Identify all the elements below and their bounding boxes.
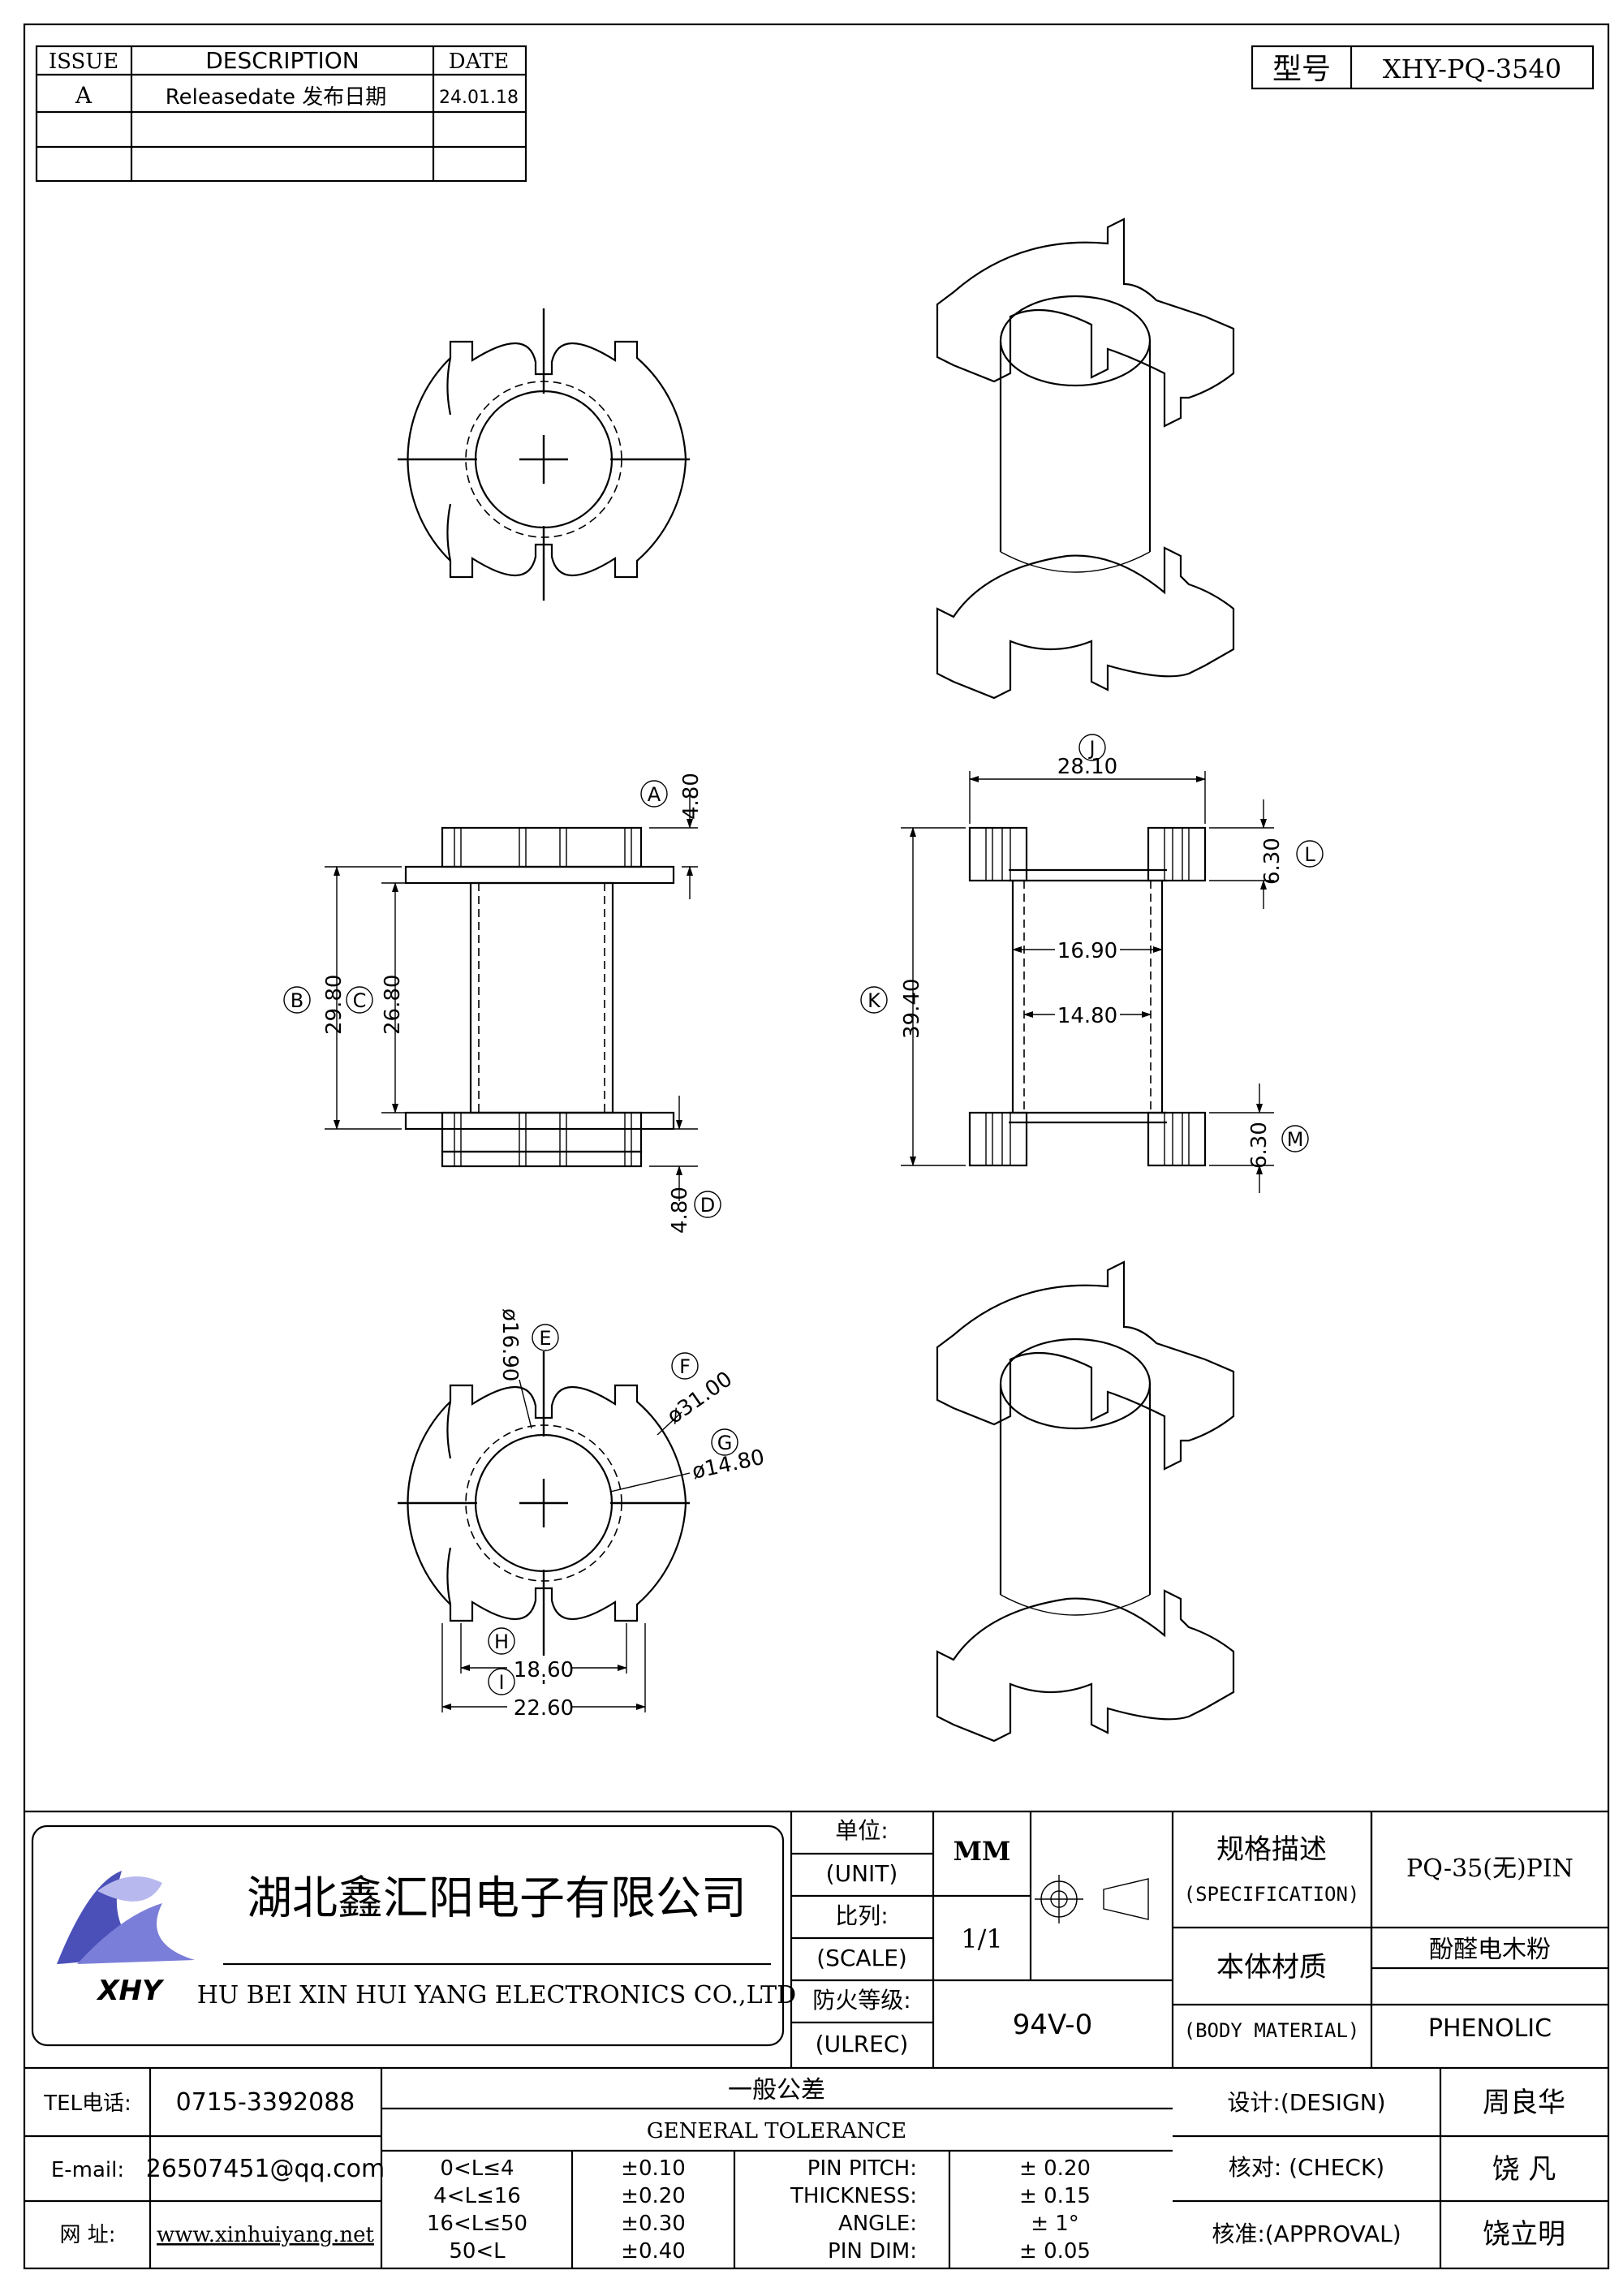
spec-label-en: (SPECIFICATION) [1184,1883,1360,1906]
tol-item-value-2: ± 0.15 [1019,2184,1091,2208]
tolerance-title-en: GENERAL TOLERANCE [647,2119,906,2143]
marker-e: E [539,1327,551,1350]
tol-range-4: 50<L [449,2239,506,2264]
tol-item-1: PIN PITCH: [807,2156,917,2181]
marker-a: A [648,783,661,806]
dim-h-value: 18.60 [514,1658,574,1682]
date-cell: 24.01.18 [439,88,519,108]
marker-k: K [867,989,881,1012]
design-value: 周良华 [1483,2087,1565,2119]
company-name-en: HU BEI XIN HUI YANG ELECTRONICS CO.,LTD [197,1981,796,2010]
tel-label: TEL电话: [43,2091,131,2116]
side-view: 28.10 J 39.40 K 16.90 14.80 6.30 L 6.30 … [860,734,1324,1193]
isometric-view-top [936,218,1235,700]
material-label-en: (BODY MATERIAL) [1184,2019,1360,2042]
ulrec-label-en: (ULREC) [816,2031,909,2057]
dim-e-value: ø16.90 [497,1308,522,1381]
dim-c-value: 26.80 [381,975,405,1035]
tol-range-3: 16<L≤50 [427,2212,527,2236]
web-label: 网 址: [59,2223,115,2247]
email-value: 26507451@qq.com [146,2155,385,2183]
design-label: 设计:(DESIGN) [1227,2089,1385,2116]
revision-table: ISSUE DESCRIPTION DATE A Releasedate 发布日… [35,45,527,183]
approval-label: 核准:(APPROVAL) [1212,2221,1401,2247]
marker-m: M [1287,1128,1304,1151]
marker-b: B [291,989,304,1012]
email-label: E-mail: [51,2158,124,2182]
tel-value: 0715-3392088 [176,2088,355,2117]
marker-g: G [717,1432,733,1454]
model-value: XHY-PQ-3540 [1383,54,1561,84]
check-label: 核对: (CHECK) [1229,2154,1384,2181]
top-view [398,308,690,601]
logo-text: XHY [96,1975,165,2007]
marker-c: C [353,989,367,1012]
tol-item-value-1: ± 0.20 [1019,2156,1091,2181]
tol-item-2: THICKNESS: [790,2184,917,2208]
scale-label-cn: 比列: [835,1902,888,1929]
dim-b-value: 29.80 [322,975,347,1035]
dim-inner-2-value: 14.80 [1057,1004,1117,1028]
tol-value-2: ±0.20 [621,2184,686,2208]
marker-j: J [1087,737,1095,760]
dim-a-value: 4.80 [679,773,704,820]
model-label: 型号 [1272,53,1331,86]
scale-label-en: (SCALE) [816,1945,907,1971]
marker-l: L [1304,843,1315,866]
ulrec-label-cn: 防火等级: [812,1987,911,2014]
sheet-border [23,23,1610,2270]
dim-l-value: 6.30 [1260,838,1285,885]
isometric-view-bottom [936,1260,1235,1742]
tol-value-1: ±0.10 [621,2156,686,2181]
marker-h: H [494,1630,509,1653]
check-value: 饶 凡 [1492,2153,1556,2186]
dim-j-value: 28.10 [1057,755,1117,779]
tolerance-title-cn: 一般公差 [728,2076,825,2104]
marker-d: D [700,1194,715,1217]
tol-value-3: ±0.30 [621,2212,686,2236]
dim-inner-1-value: 16.90 [1057,939,1117,963]
dim-f-value: ø31.00 [663,1367,737,1428]
dim-k-value: 39.40 [900,979,924,1039]
description-cell: Releasedate 发布日期 [166,85,386,110]
model-box: 型号 XHY-PQ-3540 [1251,45,1595,90]
tolerance-table: 0<L≤4 ±0.10 PIN PITCH: ± 0.20 4<L≤16 ±0.… [427,2156,1091,2264]
description-header: DESCRIPTION [205,47,359,74]
spec-value: PQ-35(无)PIN [1406,1854,1573,1883]
material-label-cn: 本体材质 [1216,1951,1327,1984]
material-value-en: PHENOLIC [1428,2014,1552,2043]
marker-f: F [679,1355,691,1378]
tol-range-2: 4<L≤16 [433,2184,521,2208]
date-header: DATE [449,50,510,74]
unit-value: MM [954,1836,1011,1867]
title-block: XHY 湖北鑫汇阳电子有限公司 HU BEI XIN HUI YANG ELEC… [24,1810,1608,2268]
issue-cell: A [75,82,93,109]
projection-symbol [1035,1875,1149,1923]
tol-item-3: ANGLE: [838,2212,917,2236]
tol-item-value-3: ± 1° [1031,2212,1079,2236]
ulrec-value: 94V-0 [1013,2009,1092,2041]
web-value[interactable]: www.xinhuiyang.net [157,2223,374,2247]
front-view: 4.80 A 29.80 B 26.80 C 4.80 D [283,773,721,1234]
dim-m-value: 6.30 [1247,1122,1272,1169]
tol-range-1: 0<L≤4 [440,2156,514,2181]
unit-label-en: (UNIT) [826,1860,898,1887]
issue-header: ISSUE [49,50,118,74]
marker-i: I [498,1671,504,1694]
dim-i-value: 22.60 [514,1696,574,1721]
tol-item-4: PIN DIM: [828,2239,917,2264]
material-value-cn: 酚醛电木粉 [1429,1936,1551,1964]
bottom-view: ø16.90 E ø31.00 F ø14.80 G 18.60 H 22.60… [398,1308,767,1721]
dim-d-value: 4.80 [668,1187,692,1234]
tol-value-4: ±0.40 [621,2239,686,2264]
tol-item-value-4: ± 0.05 [1019,2239,1091,2264]
spec-label-cn: 规格描述 [1216,1833,1327,1866]
company-name-cn: 湖北鑫汇阳电子有限公司 [247,1872,747,1925]
scale-value: 1/1 [961,1923,1003,1954]
unit-label-cn: 单位: [835,1817,888,1844]
company-logo: XHY [57,1871,195,2007]
approval-value: 饶立明 [1483,2218,1565,2251]
